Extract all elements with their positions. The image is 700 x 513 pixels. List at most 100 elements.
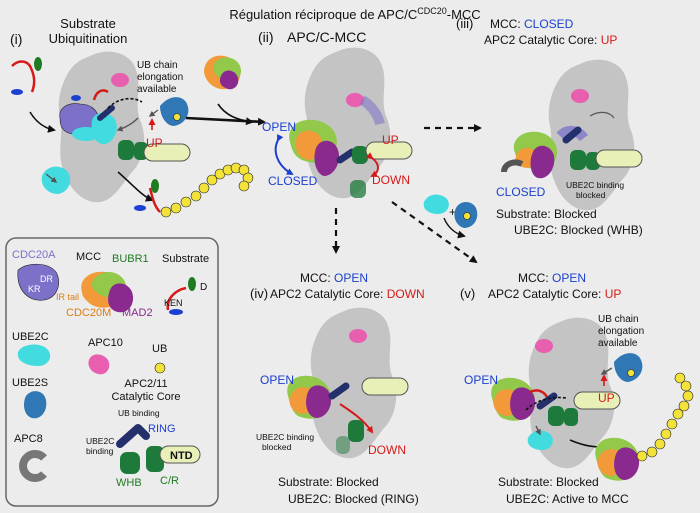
note-v-line2: elongation <box>598 326 644 337</box>
down-label-iv: DOWN <box>368 443 406 457</box>
ub-circle <box>636 450 648 462</box>
ub-chain-product-i <box>134 179 161 213</box>
ub-circle <box>170 202 182 214</box>
dashed-elongation-v <box>525 396 567 411</box>
panel-i: (i) Substrate Ubiquitination UB chain el… <box>10 16 191 213</box>
ube2c-free-i <box>41 166 71 194</box>
panel-iv-number: (iv) <box>250 286 268 301</box>
legend-cdc20m-label: CDC20M <box>66 307 111 319</box>
legend-apc10-label: APC10 <box>88 337 123 349</box>
legend-ub-label: UB <box>152 343 167 355</box>
legend-ub-shape <box>154 362 166 374</box>
legend-whb-shape <box>120 452 140 474</box>
ube2s-v <box>614 353 643 382</box>
closed-label-ii: CLOSED <box>268 174 318 188</box>
core-status-iii: APC2 Catalytic Core: UP <box>484 33 617 47</box>
mcc-status-v: MCC: OPEN <box>518 271 586 285</box>
legend-cr-label: C/R <box>160 475 179 487</box>
core-label-iii: APC2 Catalytic Core: <box>484 33 601 47</box>
ub-circle <box>680 380 692 392</box>
ub-circle <box>198 182 210 194</box>
core-status-v: APC2 Catalytic Core: UP <box>488 287 621 301</box>
panel-ii: (ii) APC/C-MCC OPEN CLOSED UP DOWN <box>185 29 413 199</box>
legend-cdc20a-label: CDC20A <box>12 249 56 261</box>
ub-chain-v <box>636 372 694 462</box>
ub-circle <box>666 418 678 430</box>
legend-mad2-label: MAD2 <box>122 307 153 319</box>
up-down-arrow-ii <box>365 152 379 177</box>
note-iii-line2: blocked <box>576 190 606 200</box>
whb-ii-down <box>350 180 366 198</box>
legend-ir-tail-label: IR tail <box>56 292 79 302</box>
ub-circle <box>238 180 250 192</box>
down-label-ii: DOWN <box>372 173 410 187</box>
mcc-status-iii: MCC: CLOSED <box>490 17 574 31</box>
legend-ken-label: KEN <box>164 298 183 308</box>
whb-iv <box>348 420 364 442</box>
legend-dr-label: DR <box>40 274 53 284</box>
title-main: Régulation réciproque de APC/C <box>229 7 417 22</box>
legend-ube2c-binding-line2: binding <box>86 446 114 456</box>
apc10-v <box>535 339 553 353</box>
substrate-incoming-i <box>11 57 42 95</box>
mcc-state-iii: CLOSED <box>524 17 574 31</box>
title-superscript: CDC20 <box>417 6 447 16</box>
note-iv-line2: blocked <box>262 442 292 452</box>
ub-circle <box>682 390 694 402</box>
mad2-v <box>510 387 536 420</box>
core-state-v: UP <box>605 287 622 301</box>
mcc-ubiquitinated-v <box>595 437 640 481</box>
legend-ntd-shape <box>159 445 201 464</box>
legend-d-label: D <box>200 282 207 293</box>
legend-core-line2: Catalytic Core <box>111 391 180 403</box>
legend-apc8-shape <box>19 450 47 482</box>
ub-circle <box>190 190 202 202</box>
legend-ring-shape <box>116 424 150 448</box>
open-label-ii: OPEN <box>262 120 296 134</box>
ntd-iii <box>595 149 643 168</box>
legend-cr-shape <box>146 446 164 472</box>
note-i-line2: elongation <box>137 72 183 83</box>
legend-whb-label: WHB <box>116 477 142 489</box>
up-label-i: UP <box>146 136 163 150</box>
ube2c-ube2s-joining: + <box>423 194 478 239</box>
cdc20a-ghost-ii <box>359 95 385 126</box>
panel-i-number: (i) <box>10 31 22 47</box>
mcc-state-v: OPEN <box>552 271 586 285</box>
title-suffix: -MCC <box>447 7 481 22</box>
legend-ub-binding-label: UB binding <box>118 408 160 418</box>
ub-circle <box>654 438 666 450</box>
core-label-iv: APC2 Catalytic Core: <box>270 287 387 301</box>
panel-ii-number: (ii) <box>258 29 274 45</box>
ub-circle <box>674 372 686 384</box>
panel-i-title-line2: Ubiquitination <box>49 31 128 46</box>
panel-ii-title: APC/C-MCC <box>287 29 366 45</box>
apc10-ii <box>346 93 364 107</box>
ub-circle <box>646 446 658 458</box>
whb-v <box>548 406 564 426</box>
mcc-state-iv: OPEN <box>334 271 368 285</box>
ub-circle <box>160 206 172 218</box>
panel-iv: (iv) MCC: OPEN APC2 Catalytic Core: DOWN… <box>250 271 425 506</box>
ub-circle <box>672 408 684 420</box>
whb-i <box>118 140 134 160</box>
mcc-status-iv: MCC: OPEN <box>300 271 368 285</box>
ube2c-cyan-i <box>72 127 100 141</box>
note-i-line3: available <box>137 84 177 95</box>
legend-ube2s-label: UBE2S <box>12 377 48 389</box>
ring-iv <box>328 382 350 400</box>
legend-ube2s-shape <box>24 391 47 419</box>
plus-sign: + <box>449 205 456 219</box>
legend-mcc-label: MCC <box>76 251 101 263</box>
whb-iv-ghost <box>336 436 350 454</box>
legend-mad2-shape <box>108 283 134 313</box>
legend-apc8-label: APC8 <box>14 433 43 445</box>
legend-ntd-label: NTD <box>170 450 193 462</box>
ub-circle <box>660 428 672 440</box>
core-state-iii: UP <box>601 33 618 47</box>
ub-circle <box>180 196 192 208</box>
ube2c-status-iii: UBE2C: Blocked (WHB) <box>514 223 643 237</box>
panel-iii-number: (iii) <box>456 16 473 31</box>
arrow-substrate-enter-i <box>29 111 56 133</box>
